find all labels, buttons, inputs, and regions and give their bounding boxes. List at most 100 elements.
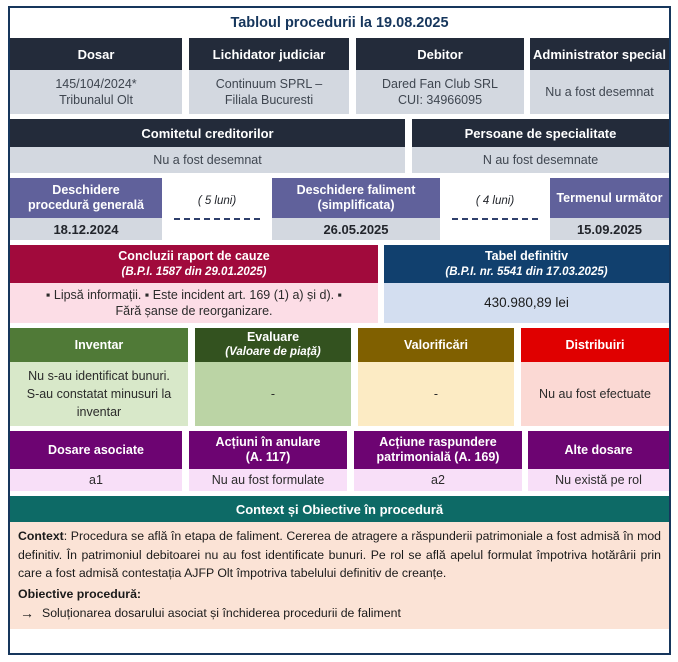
context-label: Context [18, 529, 64, 543]
arrow-right-icon: → [20, 605, 34, 621]
timeline-step-deschidere-faliment: Deschidere faliment (simplificata) 26.05… [272, 178, 440, 240]
spacer [405, 119, 412, 147]
timeline-step-deschidere-generala: Deschidere procedură generală 18.12.2024 [10, 178, 162, 240]
spacer [351, 328, 358, 426]
actiune-raspundere-line2: patrimonială (A. 169) [376, 450, 500, 464]
context-header: Context și Obiective în procedură [10, 496, 669, 522]
timeline-step-termen-urmator: Termenul următor 15.09.2025 [550, 178, 669, 240]
page-title: Tabloul procedurii la 19.08.2025 [10, 8, 669, 38]
concluzii-body: ▪ Lipsă informații. ▪ Este incident art.… [10, 283, 378, 323]
debitor-line2: CUI: 34966095 [397, 93, 483, 107]
value-dosar: 145/104/2024* Tribunalul Olt [10, 70, 182, 114]
divider [10, 491, 669, 496]
context-text: : Procedura se află în etapa de faliment… [18, 529, 661, 580]
spacer [349, 70, 356, 114]
valorificari-body: - [358, 362, 514, 426]
step1-line2: procedură generală [27, 198, 144, 212]
spacer [405, 147, 412, 173]
objective-item: → Soluționarea dosarului asociat și înch… [18, 604, 661, 623]
spacer [188, 328, 195, 426]
spacer [182, 70, 189, 114]
actiuni-anulare-line2: (A. 117) [245, 450, 291, 464]
assets-row: Inventar Nu s-au identificat bunuri. S-a… [10, 328, 669, 426]
distribuiri-body: Nu au fost efectuate [521, 362, 669, 426]
tabel-definitiv-subtitle: (B.P.I. nr. 5541 din 17.03.2025) [445, 266, 608, 278]
distribuiri-title: Distribuiri [565, 337, 625, 352]
timeline-row: Deschidere procedură generală 18.12.2024… [10, 178, 669, 240]
tabel-definitiv-header: Tabel definitiv (B.P.I. nr. 5541 din 17.… [384, 245, 669, 283]
timeline-step3-value: 15.09.2025 [550, 218, 669, 240]
col-header-administrator-special: Administrator special [530, 38, 669, 70]
committee-header-row: Comitetul creditorilor Persoane de speci… [10, 119, 669, 147]
valorificari-header: Valorificări [358, 328, 514, 362]
dosare-asociate-title: Dosare asociate [48, 442, 144, 457]
asset-valorificari: Valorificări - [358, 328, 514, 426]
actiune-raspundere-line1: Acțiune raspundere [379, 435, 497, 449]
col-header-persoane-specialitate: Persoane de specialitate [412, 119, 669, 147]
inventar-body: Nu s-au identificat bunuri. S-au constat… [10, 362, 188, 426]
spacer [182, 38, 189, 70]
value-actiuni-anulare: Nu au fost formulate [189, 469, 347, 491]
value-persoane-specialitate: N au fost desemnate [412, 147, 669, 173]
spacer [378, 245, 384, 323]
report-tabel-definitiv: Tabel definitiv (B.P.I. nr. 5541 din 17.… [384, 245, 669, 323]
dosar-line1: 145/104/2024* [55, 77, 137, 91]
lichidator-line1: Continuum SPRL – [215, 77, 323, 91]
spacer [349, 38, 356, 70]
reports-row: Concluzii raport de cauze (B.P.I. 1587 d… [10, 245, 669, 323]
col-header-actiune-raspundere: Acțiune raspundere patrimonială (A. 169) [354, 431, 522, 469]
timeline-step2-value: 26.05.2025 [272, 218, 440, 240]
col-header-dosare-asociate: Dosare asociate [10, 431, 182, 469]
spacer [522, 469, 528, 491]
connector-2-dashed-line [452, 218, 538, 220]
lichidator-line2: Filiala Bucuresti [224, 93, 314, 107]
divider [10, 173, 669, 178]
value-alte-dosare: Nu există pe rol [528, 469, 669, 491]
concluzii-header: Concluzii raport de cauze (B.P.I. 1587 d… [10, 245, 378, 283]
spacer [347, 469, 354, 491]
value-lichidator: Continuum SPRL – Filiala Bucuresti [189, 70, 349, 114]
step3-line1: Termenul următor [556, 190, 663, 205]
inventar-title: Inventar [74, 337, 124, 352]
divider [10, 114, 669, 119]
context-paragraph: Context: Procedura se află în etapa de f… [18, 527, 661, 583]
objectives-title: Obiective procedură: [18, 586, 142, 601]
asset-inventar: Inventar Nu s-au identificat bunuri. S-a… [10, 328, 188, 426]
concluzii-body-line1: ▪ Lipsă informații. ▪ Este incident art.… [45, 288, 343, 302]
concluzii-title: Concluzii raport de cauze [118, 249, 270, 263]
alte-dosare-title: Alte dosare [564, 442, 633, 457]
identity-header-row: Dosar Lichidator judiciar Debitor Admini… [10, 38, 669, 70]
col-header-debitor: Debitor [356, 38, 524, 70]
committee-value-row: Nu a fost desemnat N au fost desemnate [10, 147, 669, 173]
step2-line2: (simplificata) [317, 198, 395, 212]
value-comitetul-creditorilor: Nu a fost desemnat [10, 147, 405, 173]
value-administrator-special: Nu a fost desemnat [530, 70, 669, 114]
timeline-step1-value: 18.12.2024 [10, 218, 162, 240]
evaluare-body: - [195, 362, 351, 426]
timeline-connector-2: ( 4 luni) [440, 178, 550, 240]
concluzii-body-line2: Fără șanse de reorganizare. [115, 304, 273, 318]
tabel-definitiv-amount: 430.980,89 lei [384, 283, 669, 323]
distribuiri-header: Distribuiri [521, 328, 669, 362]
administrator-line1: Nu a fost desemnat [545, 85, 654, 99]
col-header-comitetul-creditorilor: Comitetul creditorilor [10, 119, 405, 147]
col-header-actiuni-anulare: Acțiuni în anulare (A. 117) [189, 431, 347, 469]
evaluare-title: Evaluare [246, 330, 300, 344]
evaluare-subtitle: (Valoare de piață) [225, 346, 321, 358]
cases-header-row: Dosare asociate Acțiuni în anulare (A. 1… [10, 431, 669, 469]
step1-line1: Deschidere [52, 183, 120, 197]
objective-text: Soluționarea dosarului asociat și închid… [42, 606, 401, 620]
spacer [182, 469, 189, 491]
dosar-line2: Tribunalul Olt [59, 93, 133, 107]
divider [10, 426, 669, 431]
col-header-lichidator: Lichidator judiciar [189, 38, 349, 70]
context-body: Context: Procedura se află în etapa de f… [10, 522, 669, 629]
spacer [182, 431, 189, 469]
value-actiune-raspundere: a2 [354, 469, 522, 491]
col-header-alte-dosare: Alte dosare [528, 431, 669, 469]
value-debitor: Dared Fan Club SRL CUI: 34966095 [356, 70, 524, 114]
debitor-line1: Dared Fan Club SRL [381, 77, 499, 91]
value-dosare-asociate: a1 [10, 469, 182, 491]
spacer [347, 431, 354, 469]
